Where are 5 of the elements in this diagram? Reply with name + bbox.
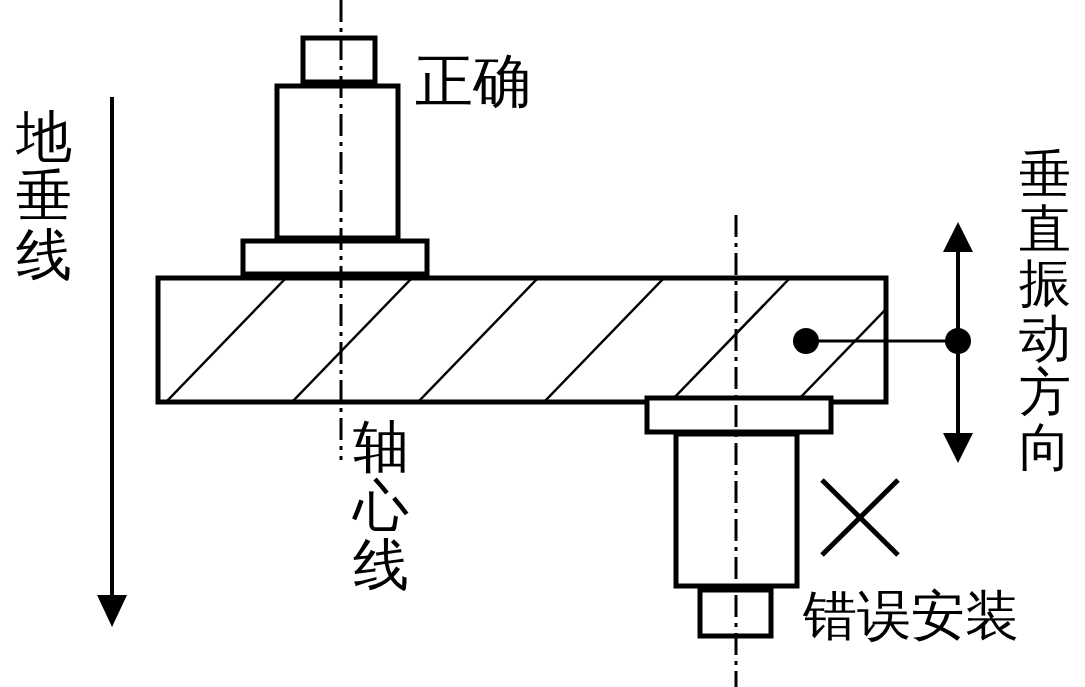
annotation-text: 轴心线 [352,418,411,595]
annotation-text: 地垂线 [15,108,74,285]
annotation-text: 正确 [415,52,531,113]
annotation-text: 垂直振动方向 [1018,148,1073,476]
annotation-text: 错误安装 [803,588,1019,645]
